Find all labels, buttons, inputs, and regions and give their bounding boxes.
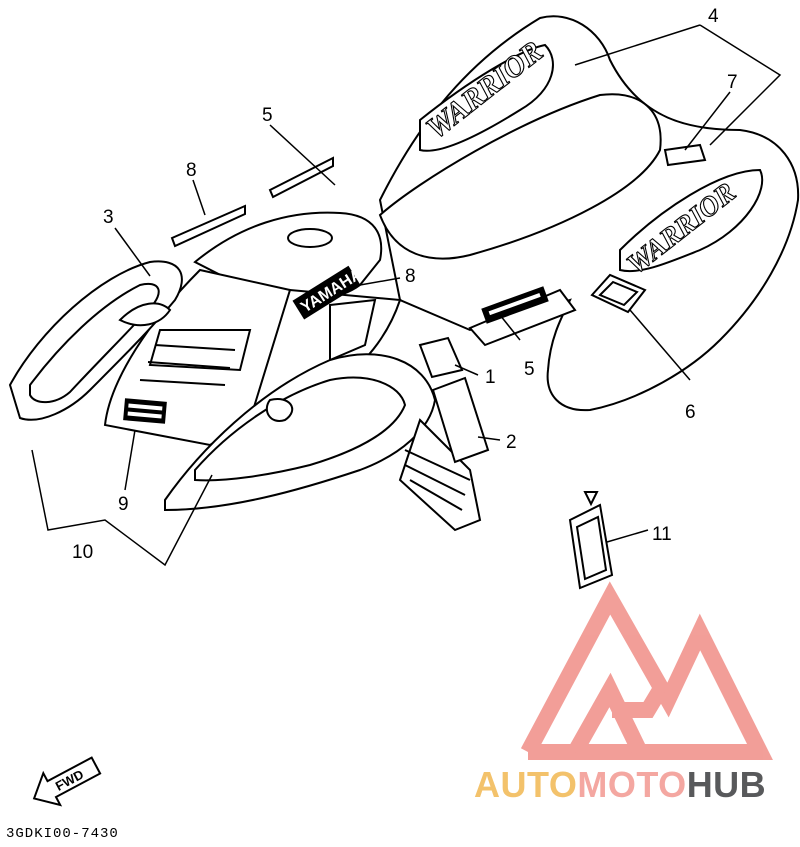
left-front-fender: [8, 260, 183, 421]
decal-5-side-badge: [481, 286, 549, 324]
decal-9-badge: [123, 398, 167, 424]
decal-6-label: [590, 273, 647, 314]
decal-5-top-strip: [268, 156, 334, 199]
callout-8-right: 8: [405, 266, 416, 287]
diagram-part-code: 3GDKI00-7430: [6, 826, 119, 842]
callout-5-side: 5: [524, 359, 535, 380]
callout-3: 3: [103, 207, 114, 228]
callout-11: 11: [652, 524, 672, 545]
front-body: [103, 211, 402, 447]
callout-8-left: 8: [186, 160, 197, 181]
callout-6: 6: [685, 402, 696, 423]
decal-8-yamaha-background: [292, 265, 361, 320]
callout-1: 1: [485, 367, 496, 388]
leader-lines: [31, 24, 782, 567]
right-front-fender: [164, 353, 482, 532]
decal-2-label: [431, 376, 490, 464]
decal-11-tag: [568, 491, 614, 590]
brand-part-auto: AUTO: [474, 764, 578, 805]
brand-part-moto: MOTO: [577, 764, 687, 805]
fwd-arrow-icon: FWD: [32, 756, 102, 807]
brand-part-hub: HUB: [686, 764, 767, 805]
watermark-brand: AUTOMOTOHUB: [474, 764, 766, 806]
callout-10: 10: [72, 542, 93, 563]
decal-1-label: [418, 336, 464, 379]
callout-7: 7: [727, 72, 738, 93]
callout-5-top: 5: [262, 105, 273, 126]
watermark-logo-icon: [520, 581, 773, 760]
decal-8-left-strip: [170, 204, 246, 248]
callout-2: 2: [506, 432, 517, 453]
callout-9: 9: [118, 494, 129, 515]
callout-4: 4: [708, 6, 719, 27]
